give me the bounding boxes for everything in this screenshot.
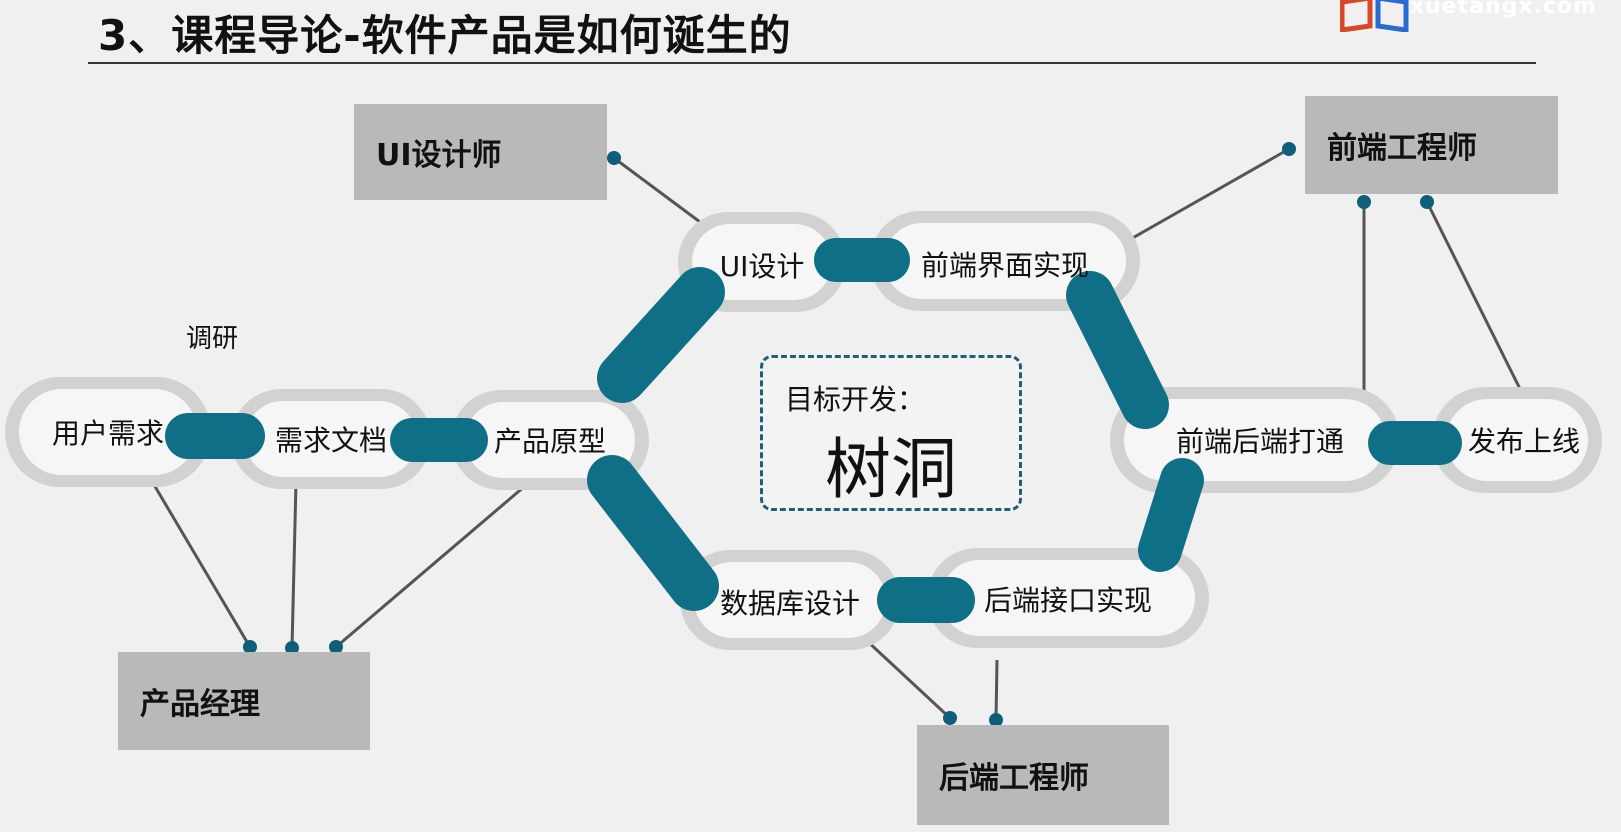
leader-pm-requirements-dot [285, 641, 299, 655]
leader-ui-designer-dot [607, 151, 621, 165]
leader-be-backend [994, 659, 999, 721]
leader-pm-user-needs [148, 477, 252, 648]
pill-release [1432, 387, 1602, 493]
connector-frontend-integration [1066, 271, 1169, 429]
step-prototype: 产品原型 [493, 425, 607, 458]
leader-pm-prototype [335, 478, 533, 649]
leader-frontend-engineer-dot [1282, 142, 1296, 156]
leader-pm-prototype-dot [329, 640, 343, 654]
leader-ui-designer [613, 156, 701, 224]
connector-proto-ui [597, 267, 725, 403]
xuetangx-logo [1340, 0, 1409, 32]
goal-label: 目标开发： [785, 383, 926, 416]
leader-pm-requirements [290, 481, 298, 649]
step-frontend-impl: 前端界面实现 [920, 249, 1090, 282]
step-backend-impl: 后端接口实现 [983, 584, 1153, 617]
brand-text[interactable]: xuetangx.com [1409, 0, 1597, 19]
role-product-manager: 产品经理 [118, 652, 370, 750]
title-divider [88, 62, 1536, 64]
leader-be-backend-dot [989, 713, 1003, 727]
leader-be-db-dot [943, 711, 957, 725]
step-requirements-doc: 需求文档 [274, 424, 388, 457]
step-db-design: 数据库设计 [719, 587, 861, 620]
leader-pm-user-needs-dot [243, 640, 257, 654]
pill-user-needs [5, 377, 211, 487]
goal-name: 树洞 [825, 431, 957, 508]
step-ui-design: UI设计 [719, 250, 805, 283]
connector-backend-integration [1138, 458, 1204, 572]
leader-be-db [864, 638, 952, 720]
goal-box: 目标开发： 树洞 [760, 355, 1022, 511]
research-note: 调研 [186, 324, 239, 354]
pill-db-design [680, 550, 900, 650]
connector-proto-db [587, 455, 719, 611]
step-integration: 前端后端打通 [1175, 425, 1345, 458]
role-frontend-engineer: 前端工程师 [1305, 96, 1558, 194]
pill-requirements-doc [231, 389, 431, 489]
role-ui-designer: UI设计师 [354, 104, 607, 200]
leader-fe-integration-dot [1357, 195, 1371, 209]
leader-fe-release-dot [1420, 195, 1434, 209]
step-release: 发布上线 [1467, 425, 1581, 458]
role-backend-engineer: 后端工程师 [917, 725, 1169, 825]
leader-frontend-engineer [1107, 147, 1290, 254]
page-title: 3、课程导论-软件产品是如何诞生的 [98, 11, 792, 60]
pill-backend-impl [927, 548, 1209, 648]
leader-fe-release [1425, 201, 1530, 406]
step-user-needs: 用户需求 [51, 417, 165, 450]
